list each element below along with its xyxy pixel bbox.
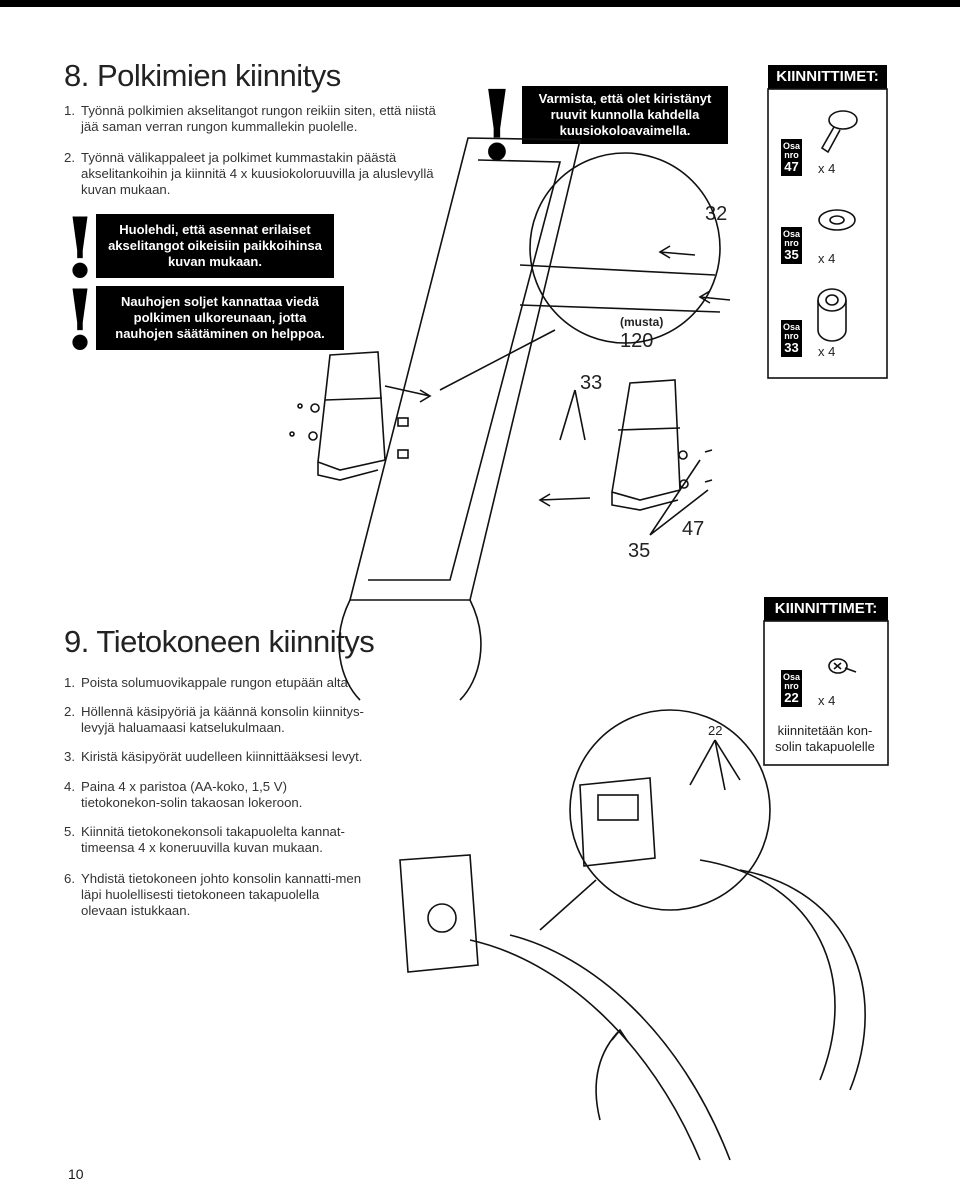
badge-nro: nro bbox=[784, 238, 799, 248]
arrow-icon bbox=[658, 245, 696, 259]
arrow-icon bbox=[384, 385, 432, 403]
badge-nro: nro bbox=[784, 150, 799, 160]
frame-arc bbox=[469, 939, 701, 1161]
top-rule bbox=[0, 0, 960, 7]
exclamation-icon: ! bbox=[62, 201, 98, 297]
step-text: Kiristä käsipyörät uudelleen kiinnittääk… bbox=[81, 749, 363, 764]
console-unit bbox=[579, 777, 656, 867]
flywheel-arc bbox=[699, 859, 836, 1081]
step-text: Työnnä välikappaleet ja polkimet kummast… bbox=[81, 150, 434, 197]
step-text: Höllennä käsipyöriä ja käännä konsolin k… bbox=[81, 704, 364, 735]
badge-number: 22 bbox=[784, 690, 799, 705]
detail-circle-bottom bbox=[569, 709, 771, 911]
callout-47: 47 bbox=[682, 518, 705, 540]
warning-text: Nauhojen soljet kannattaa viedä polkimen… bbox=[96, 286, 344, 350]
callout-musta: (musta) bbox=[620, 315, 664, 329]
badge-number: 47 bbox=[784, 159, 799, 174]
fasteners-title-9: KIINNITTIMET: bbox=[764, 597, 888, 621]
bolt-icon bbox=[820, 110, 858, 154]
step-number: 5. bbox=[64, 824, 75, 839]
part-badge-47: Osa nro 47 bbox=[781, 139, 802, 176]
badge-number: 35 bbox=[784, 247, 799, 262]
right-pedal bbox=[611, 379, 681, 511]
fasteners-title-8: KIINNITTIMET: bbox=[768, 65, 887, 89]
step-number: 6. bbox=[64, 871, 75, 886]
section-9-step-1: 1. Poista solumuovikappale rungon etupää… bbox=[64, 675, 364, 691]
section-9-step-5: 5. Kiinnitä tietokonekonsoli takapuolelt… bbox=[64, 824, 364, 856]
section-8-title: 8. Polkimien kiinnitys bbox=[64, 58, 341, 93]
part-qty-33: x 4 bbox=[818, 344, 836, 359]
console-bracket bbox=[399, 854, 479, 973]
step-text: Paina 4 x paristoa (AA-koko, 1,5 V) tiet… bbox=[81, 779, 303, 810]
page-number: 10 bbox=[68, 1166, 84, 1182]
fastener-note: kiinnitetään kon-solin takapuolelle bbox=[775, 723, 875, 754]
warning-text: Huolehdi, että asennat erilaiset akselit… bbox=[96, 214, 334, 278]
section-9-title: 9. Tietokoneen kiinnitys bbox=[64, 624, 375, 659]
washer-icon bbox=[818, 209, 856, 231]
callout-35: 35 bbox=[628, 540, 651, 562]
exclamation-icon: ! bbox=[62, 273, 98, 369]
badge-nro: nro bbox=[784, 331, 799, 341]
step-number: 2. bbox=[64, 704, 75, 719]
section-9-step-4: 4. Paina 4 x paristoa (AA-koko, 1,5 V) t… bbox=[64, 779, 364, 811]
spacer-icon bbox=[817, 288, 847, 342]
section-8-step-2: 2. Työnnä välikappaleet ja polkimet kumm… bbox=[64, 150, 454, 198]
step-number: 3. bbox=[64, 749, 75, 764]
rotate-arrow-icon bbox=[595, 1028, 629, 1121]
section-9-step-2: 2. Höllennä käsipyöriä ja käännä konsoli… bbox=[64, 704, 364, 736]
callout-33: 33 bbox=[580, 372, 603, 394]
arrow-icon bbox=[698, 290, 731, 304]
step-text: Työnnä polkimien akselitangot rungon rei… bbox=[81, 103, 436, 134]
step-number: 1. bbox=[64, 675, 75, 690]
badge-number: 33 bbox=[784, 340, 799, 355]
fasteners-box-9 bbox=[763, 620, 889, 766]
warning-strap-buckles: ! Nauhojen soljet kannattaa viedä polkim… bbox=[62, 273, 344, 369]
badge-osa: Osa bbox=[782, 672, 800, 682]
rail-frame bbox=[338, 137, 582, 701]
fasteners-box-8 bbox=[767, 88, 888, 379]
step-text: Kiinnitä tietokonekonsoli takapuolelta k… bbox=[81, 824, 345, 855]
part-qty-22: x 4 bbox=[818, 693, 836, 708]
warning-text: Varmista, että olet kiristänyt ruuvit ku… bbox=[522, 86, 728, 144]
warning-tighten-screws: ! Varmista, että olet kiristänyt ruuvit … bbox=[472, 69, 728, 182]
part-qty-35: x 4 bbox=[818, 251, 836, 266]
axle-rod bbox=[519, 304, 721, 313]
part-badge-33: Osa nro 33 bbox=[781, 320, 802, 357]
section-8-step-1: 1. Työnnä polkimien akselitangot rungon … bbox=[64, 103, 454, 135]
arrow-icon bbox=[538, 493, 591, 507]
section-9-step-6: 6. Yhdistä tietokoneen johto konsolin ka… bbox=[64, 871, 364, 919]
badge-nro: nro bbox=[784, 681, 799, 691]
detail-circle-top bbox=[529, 152, 721, 344]
badge-osa: Osa bbox=[782, 229, 800, 239]
axle-rod bbox=[519, 264, 716, 276]
callout-120: 120 bbox=[620, 330, 654, 352]
part-badge-35: Osa nro 35 bbox=[781, 227, 802, 264]
step-text: Poista solumuovikappale rungon etupään a… bbox=[81, 675, 352, 690]
step-text: Yhdistä tietokoneen johto konsolin kanna… bbox=[81, 871, 362, 918]
section-9-step-3: 3. Kiristä käsipyörät uudelleen kiinnitt… bbox=[64, 749, 364, 765]
badge-osa: Osa bbox=[782, 322, 800, 332]
step-number: 1. bbox=[64, 103, 75, 118]
left-pedal bbox=[317, 351, 386, 481]
exclamation-icon: ! bbox=[475, 69, 519, 182]
screw-icon bbox=[828, 658, 857, 674]
badge-osa: Osa bbox=[782, 141, 800, 151]
warning-axle-placement: ! Huolehdi, että asennat erilaiset aksel… bbox=[62, 201, 334, 297]
step-number: 4. bbox=[64, 779, 75, 794]
callout-22: 22 bbox=[708, 723, 723, 738]
part-qty-47: x 4 bbox=[818, 161, 836, 176]
part-badge-22: Osa nro 22 bbox=[781, 670, 802, 707]
step-number: 2. bbox=[64, 150, 75, 165]
